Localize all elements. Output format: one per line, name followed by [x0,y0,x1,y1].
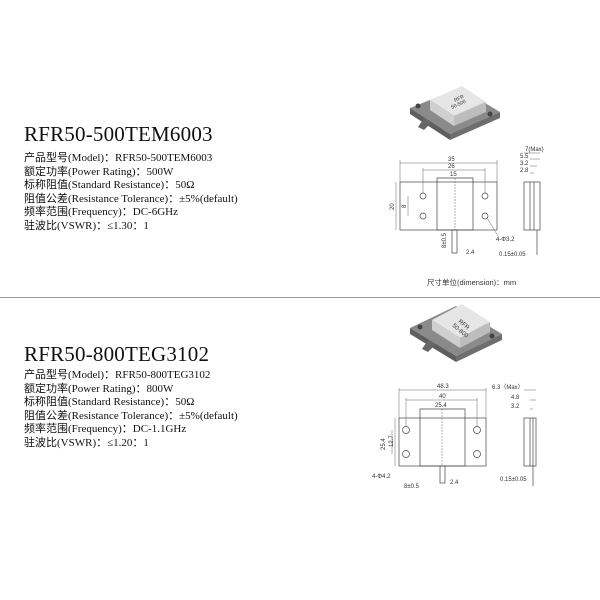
spec-power: 额定功率(Power Rating)：500W [24,165,174,178]
product-1-image: RFR 50-500 [410,86,500,140]
spec-vswr: 驻波比(VSWR)：≤1.30：1 [24,219,149,232]
svg-text:7(Max): 7(Max) [525,147,544,153]
product-2-drawing: 48.3 40 25.4 25.4 12.7 4-Φ4.2 8±0.5 2.4 … [372,384,537,490]
svg-text:8±0.5: 8±0.5 [442,232,448,248]
svg-text:48.3: 48.3 [437,384,449,390]
svg-text:3.2: 3.2 [511,404,520,410]
svg-text:8: 8 [402,204,408,208]
product-2-image: RFR 50-800 [410,304,502,362]
svg-text:15: 15 [450,172,457,178]
svg-text:2.8: 2.8 [520,168,529,174]
spec-model: 产品型号(Model)：RFR50-500TEM6003 [24,152,213,164]
product-1-specs: 产品型号(Model)：RFR50-500TEM6003 额定功率(Power … [24,152,238,234]
svg-text:25.4: 25.4 [435,403,447,409]
svg-text:35: 35 [448,157,455,163]
svg-text:20: 20 [390,203,396,210]
spec-power: 额定功率(Power Rating)：800W [24,382,174,395]
spec-tolerance: 阻值公差(Resistance Tolerance)：±5%(default) [24,409,238,422]
product-1-drawing: 35 26 15 20 8 8±0.5 2.4 4-Φ3.2 7(Max) 5.… [390,147,544,258]
svg-text:3.2: 3.2 [520,161,529,167]
svg-text:RFR: RFR [453,94,465,104]
svg-text:25.4: 25.4 [381,438,387,450]
spec-resistance: 标称阻值(Standard Resistance)：50Ω [24,179,195,192]
svg-text:26: 26 [448,164,455,170]
svg-text:8±0.5: 8±0.5 [404,484,420,490]
svg-text:0.15±0.05: 0.15±0.05 [499,252,526,258]
spec-frequency: 频率范围(Frequency)：DC-6GHz [24,206,178,219]
svg-text:4-Φ4.2: 4-Φ4.2 [372,474,391,480]
svg-text:12.7: 12.7 [389,435,395,447]
spec-frequency: 频率范围(Frequency)：DC-1.1GHz [24,423,187,436]
svg-text:0.15±0.05: 0.15±0.05 [500,477,527,483]
product-1-title: RFR50-500TEM6003 [24,122,213,146]
spec-resistance: 标称阻值(Standard Resistance)：50Ω [24,396,195,409]
spec-vswr: 驻波比(VSWR)：≤1.20：1 [24,436,149,449]
svg-text:2.4: 2.4 [450,480,459,486]
product-2-specs: 产品型号(Model)：RFR50-800TEG3102 额定功率(Power … [24,369,238,451]
spec-model: 产品型号(Model)：RFR50-800TEG3102 [24,369,211,381]
dimension-unit-note: 尺寸单位(dimension)：mm [427,278,517,287]
spec-tolerance: 阻值公差(Resistance Tolerance)：±5%(default) [24,192,238,205]
svg-text:2.4: 2.4 [466,250,475,256]
product-2-title: RFR50-800TEG3102 [24,342,210,366]
section-divider [0,297,600,298]
svg-text:40: 40 [439,394,446,400]
svg-text:5.5: 5.5 [520,154,529,160]
svg-text:4.8: 4.8 [511,395,520,401]
svg-text:4-Φ3.2: 4-Φ3.2 [496,237,515,243]
svg-text:6.3（Max）: 6.3（Max） [492,384,524,391]
